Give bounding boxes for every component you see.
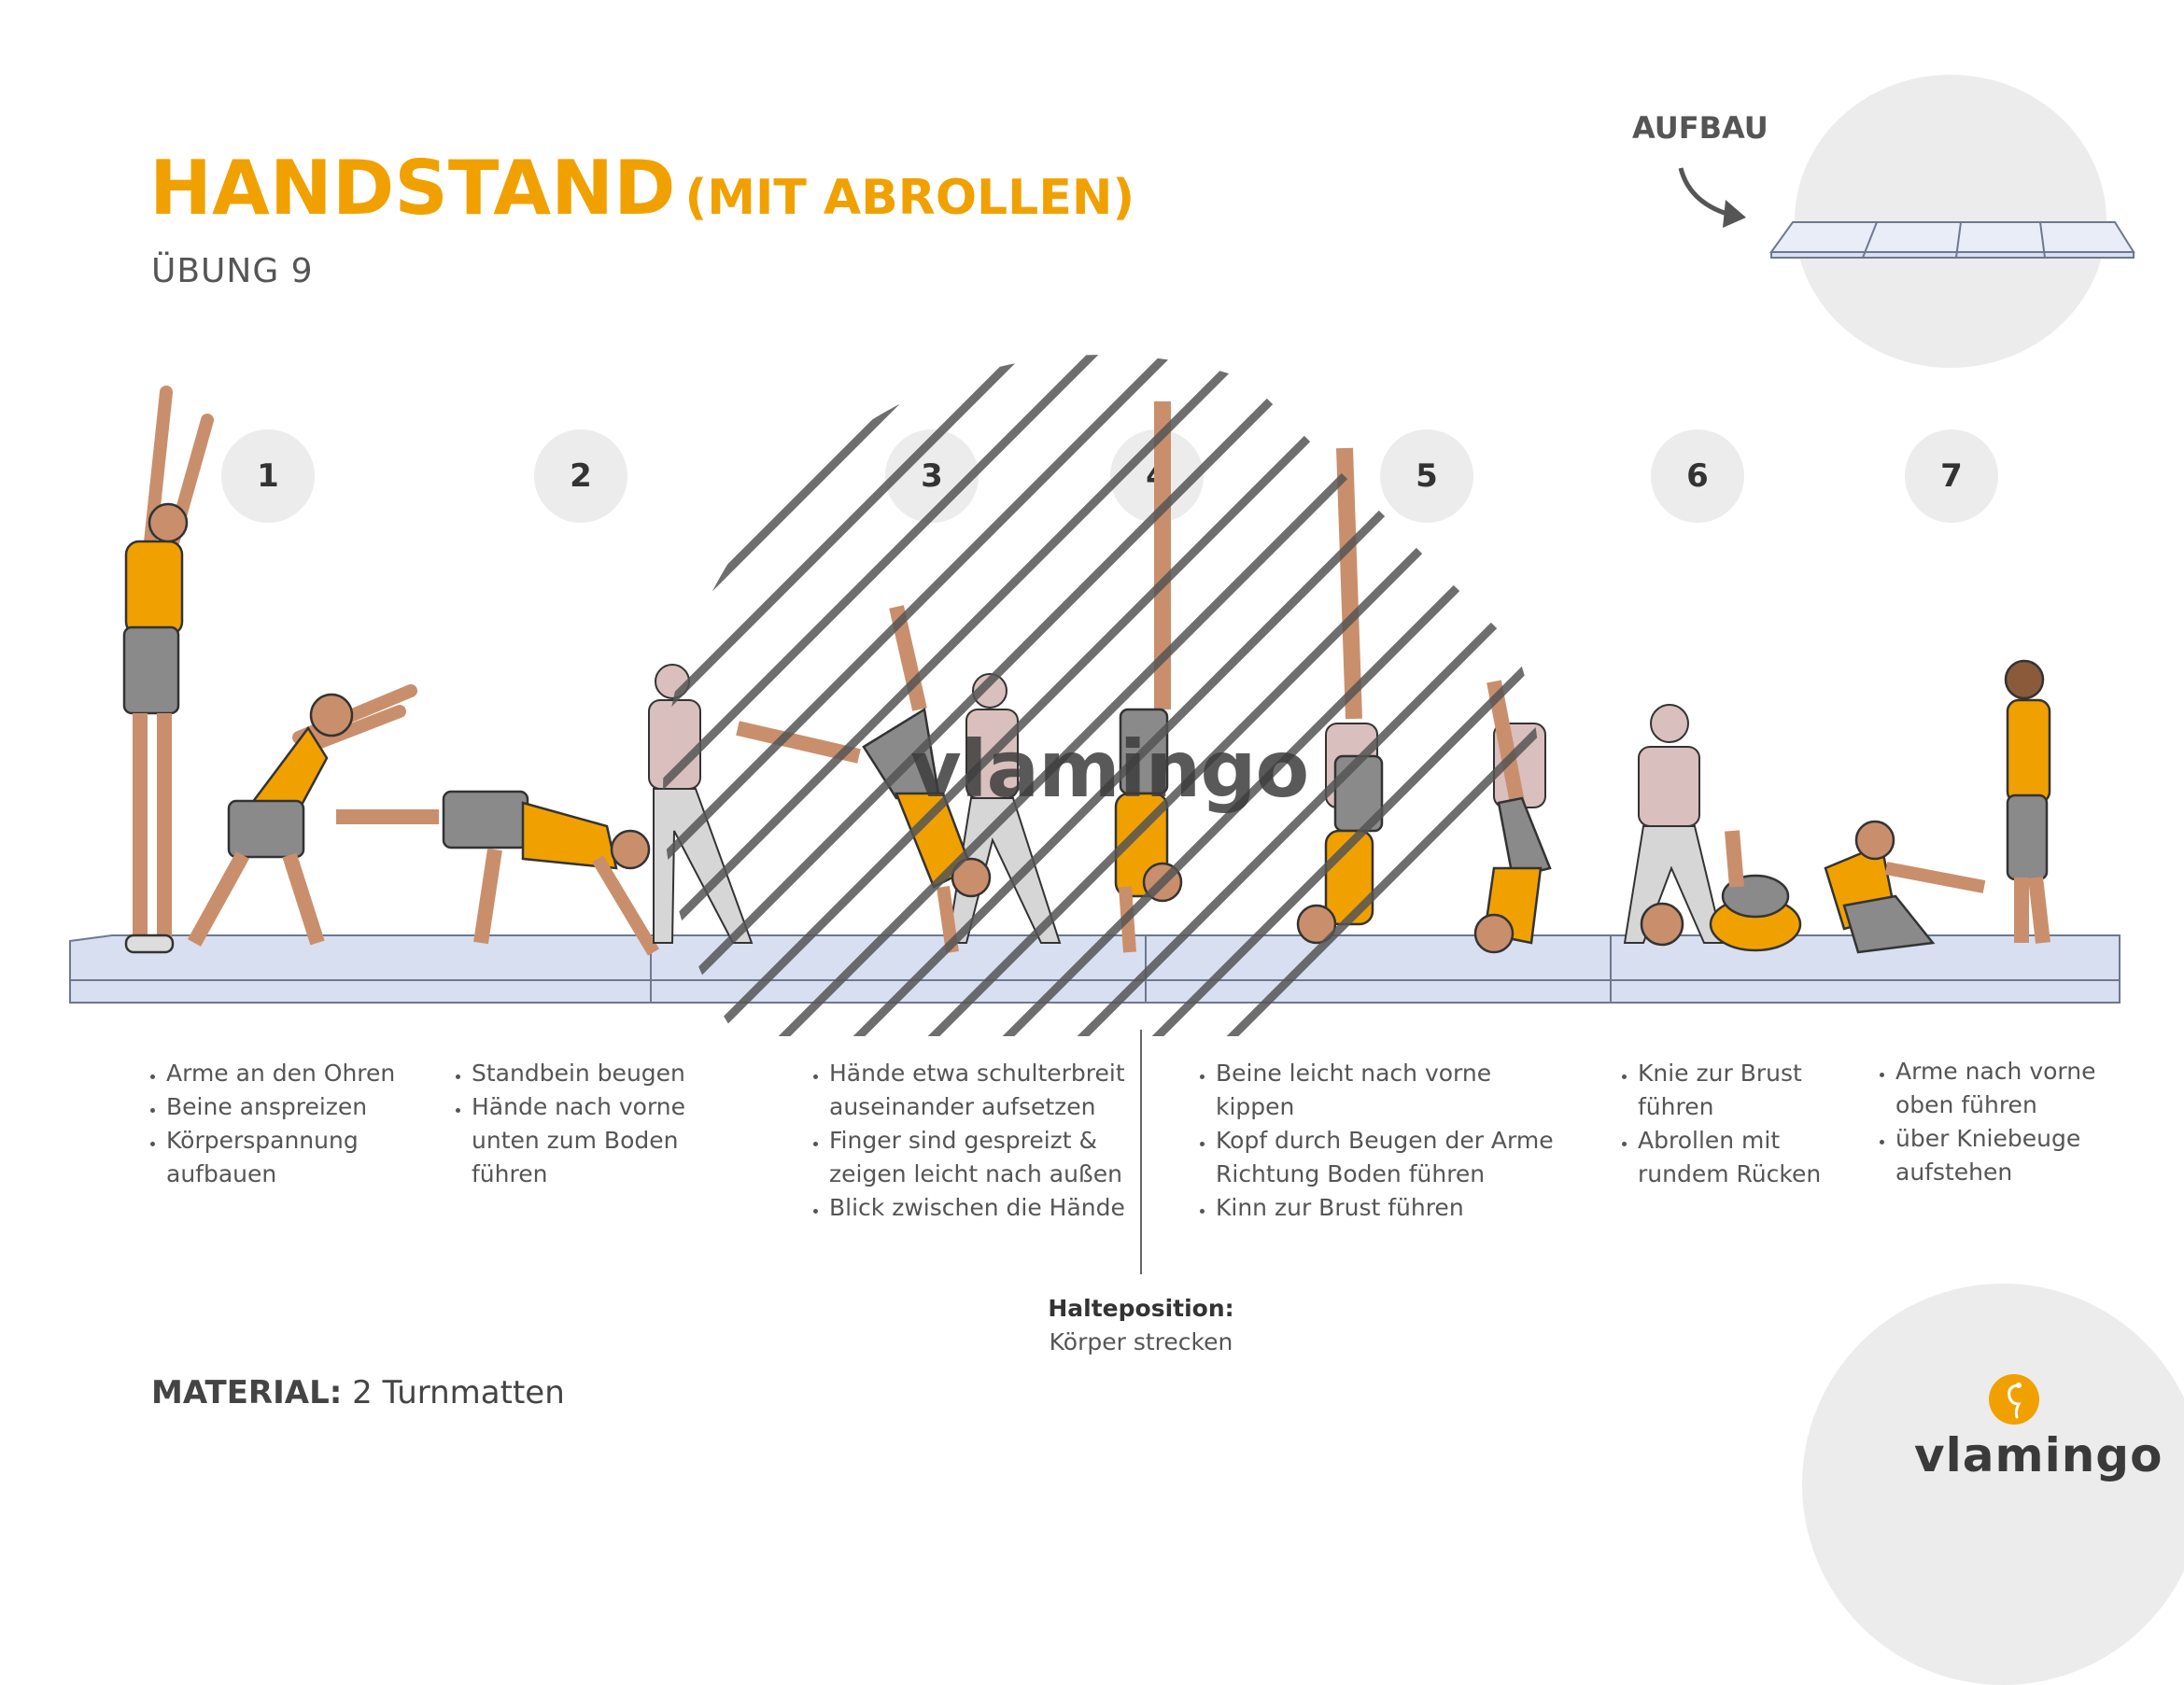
list-item: über Kniebeuge aufstehen — [1895, 1122, 2112, 1189]
exercise-number: ÜBUNG 9 — [151, 252, 314, 290]
list-item: Beine leicht nach vorne kippen — [1216, 1057, 1563, 1124]
list-item: Hände etwa schulterbreit auseinander auf… — [829, 1057, 1125, 1124]
step-number-7: 7 — [1905, 429, 1998, 523]
material-line: MATERIAL: 2 Turnmatten — [151, 1374, 565, 1411]
list-item: Finger sind gespreizt & zeigen leicht na… — [829, 1124, 1125, 1191]
flamingo-icon — [1989, 1374, 2039, 1425]
figure-step-2 — [336, 790, 660, 956]
list-item: Hände nach vorne unten zum Boden führen — [472, 1090, 754, 1191]
hold-position-note: Halteposition: Körper strecken — [1010, 1292, 1272, 1359]
brand-logo: vlamingo — [1914, 1428, 2163, 1482]
figure-step-1 — [122, 386, 214, 954]
instructions-step-2: Standbein beugen Hände nach vorne unten … — [445, 1057, 754, 1191]
instructions-step-7: Arme nach vorne oben führen über Kniebeu… — [1869, 1055, 2112, 1189]
list-item: Kopf durch Beugen der Arme Richtung Bode… — [1216, 1124, 1563, 1191]
list-item: Beine anspreizen — [166, 1090, 420, 1124]
material-label: MATERIAL: — [151, 1374, 343, 1411]
instructions-step-1: Arme an den Ohren Beine anspreizen Körpe… — [140, 1057, 420, 1191]
instructions-step-5: Beine leicht nach vorne kippen Kopf durc… — [1190, 1057, 1563, 1225]
watermark-text: vlamingo — [910, 723, 1309, 815]
list-item: Abrollen mit rundem Rücken — [1638, 1124, 1826, 1191]
list-item: Standbein beugen — [472, 1057, 754, 1090]
arrow-icon — [1678, 167, 1746, 228]
page-title: HANDSTAND(MIT ABROLLEN) — [149, 151, 1134, 226]
flamingo-glyph — [2008, 1383, 2022, 1419]
step-number-1: 1 — [221, 429, 315, 523]
logo-circle — [1802, 1284, 2184, 1685]
setup-label: AUFBAU — [1632, 110, 1768, 146]
watermark-hatching — [663, 355, 1541, 1036]
list-item: Blick zwischen die Hände — [829, 1191, 1125, 1225]
figure-step-7 — [1824, 659, 2051, 954]
gym-mat-icon — [1769, 221, 2135, 259]
exercise-illustration — [69, 355, 2121, 1036]
title-main: HANDSTAND — [149, 145, 676, 232]
step-number-5: 5 — [1380, 429, 1473, 523]
instructions-step-6: Knie zur Brust führen Abrollen mit runde… — [1612, 1057, 1826, 1191]
list-item: Körperspannung aufbauen — [166, 1124, 420, 1191]
list-item: Knie zur Brust führen — [1638, 1057, 1826, 1124]
figure-step-5 — [1296, 447, 1552, 954]
instructions-step-3: Hände etwa schulterbreit auseinander auf… — [803, 1057, 1125, 1225]
list-item: Kinn zur Brust führen — [1216, 1191, 1563, 1225]
title-suffix: (MIT ABROLLEN) — [684, 170, 1135, 226]
step-number-6: 6 — [1651, 429, 1744, 523]
figure-step-6 — [1640, 830, 1802, 952]
hold-heading: Halteposition: — [1048, 1295, 1234, 1322]
mat — [69, 934, 2121, 1004]
list-item: Arme an den Ohren — [166, 1057, 420, 1090]
list-item: Arme nach vorne oben führen — [1895, 1055, 2112, 1122]
material-value: 2 Turnmatten — [352, 1374, 565, 1411]
hold-text: Körper strecken — [1049, 1328, 1233, 1355]
divider — [1140, 1030, 1142, 1274]
step-number-2: 2 — [534, 429, 627, 523]
figure-step-1b — [187, 684, 417, 947]
